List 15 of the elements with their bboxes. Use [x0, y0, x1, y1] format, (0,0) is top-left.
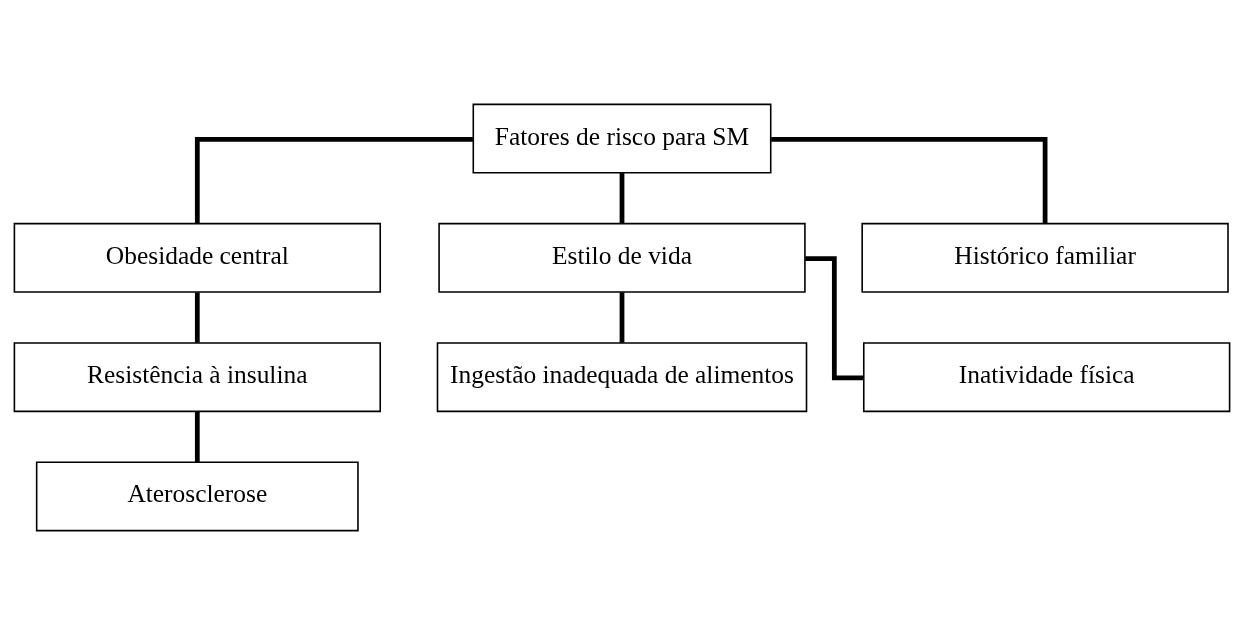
node-box: Fatores de risco para SM: [472, 103, 772, 174]
node-box: Aterosclerose: [35, 461, 359, 532]
node-box: Histórico familiar: [861, 222, 1229, 293]
connector: [771, 136, 1048, 224]
connector: [194, 292, 200, 343]
node-box: Inatividade física: [862, 342, 1231, 413]
connector: [619, 292, 625, 343]
node-box: Estilo de vida: [438, 222, 806, 293]
connector: [619, 173, 625, 224]
node-box: Ingestão inadequada de alimentos: [436, 342, 808, 413]
connector: [805, 256, 864, 381]
connector: [194, 411, 200, 462]
node-box: Resistência à insulina: [13, 342, 382, 413]
connector: [194, 136, 473, 224]
node-box: Obesidade central: [13, 222, 382, 293]
